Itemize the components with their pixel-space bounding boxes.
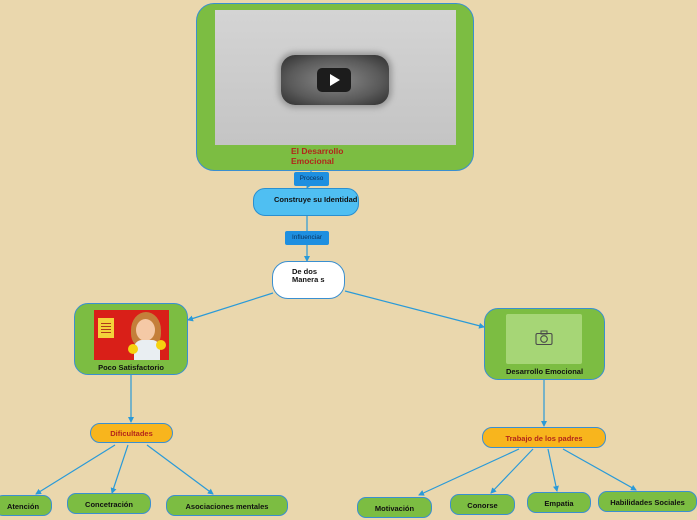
leaf-conorse[interactable]: Conorse bbox=[450, 494, 515, 515]
node-desarrollo-emocional[interactable]: Desarrollo Emocional bbox=[484, 308, 605, 380]
root-title: El Desarrollo Emocional bbox=[291, 146, 344, 166]
link-trabajo-empatia bbox=[547, 448, 559, 492]
desarrollo-label: Desarrollo Emocional bbox=[505, 367, 584, 376]
leaf-atencion[interactable]: Atención bbox=[0, 495, 52, 516]
video-player-frame bbox=[281, 55, 389, 105]
poco-label: Poco Satisfactorio bbox=[98, 363, 164, 372]
link-dificultades-concetracion bbox=[110, 444, 129, 494]
emoji-icon bbox=[156, 340, 166, 350]
leaf-motivacion[interactable]: Motivación bbox=[357, 497, 432, 518]
play-button[interactable] bbox=[317, 68, 351, 92]
link-proceso-construye bbox=[306, 182, 312, 189]
camera-icon bbox=[535, 330, 553, 346]
book-image bbox=[98, 318, 114, 338]
leaf-empatia[interactable]: Empatia bbox=[527, 492, 591, 513]
node-dificultades[interactable]: Dificultades bbox=[90, 423, 173, 443]
girl-photo bbox=[94, 310, 169, 360]
link-trabajo-habilidades bbox=[562, 448, 637, 491]
link-dedos-desarrollo bbox=[344, 290, 485, 329]
leaf-concetracion[interactable]: Concetración bbox=[67, 493, 151, 514]
leaf-habilidades-sociales[interactable]: Habilidades Sociales bbox=[598, 491, 697, 512]
relation-influenciar[interactable]: Influenciar bbox=[285, 231, 329, 245]
image-placeholder bbox=[506, 314, 582, 364]
play-icon bbox=[330, 74, 340, 86]
link-dificultades-atencion bbox=[35, 444, 116, 495]
relation-proceso[interactable]: Proceso bbox=[294, 172, 329, 186]
link-trabajo-conorse bbox=[490, 448, 534, 494]
leaf-asociaciones-mentales[interactable]: Asociaciones mentales bbox=[166, 495, 288, 516]
root-node[interactable]: El Desarrollo Emocional bbox=[196, 3, 474, 171]
video-thumbnail[interactable] bbox=[215, 10, 456, 145]
node-construye-identidad[interactable]: Construye su Identidad bbox=[253, 188, 359, 216]
emoji-icon bbox=[128, 344, 138, 354]
node-poco-satisfactorio[interactable]: Poco Satisfactorio bbox=[74, 303, 188, 375]
link-dificultades-asociaciones bbox=[146, 444, 214, 495]
node-de-dos-maneras[interactable]: De dos Manera s bbox=[272, 261, 345, 299]
node-trabajo-padres[interactable]: Trabajo de los padres bbox=[482, 427, 606, 448]
link-dedos-poco bbox=[187, 292, 274, 322]
link-trabajo-motivacion bbox=[418, 448, 520, 496]
